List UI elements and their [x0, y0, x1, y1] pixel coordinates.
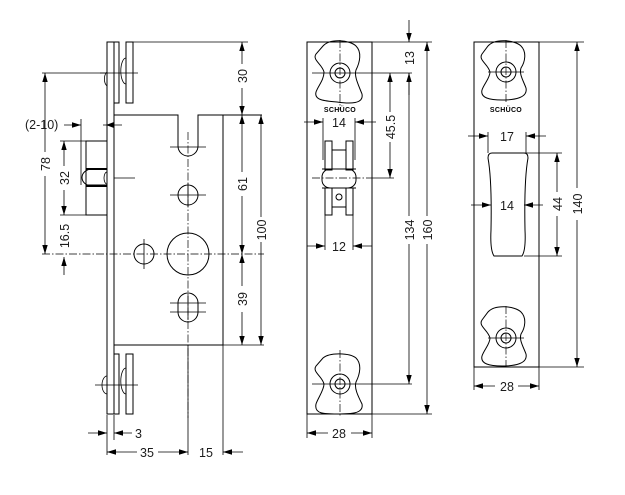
dim-label-3: 3: [135, 427, 142, 441]
dim-striker-140: 140: [539, 41, 585, 368]
dim-side-100: 100: [255, 115, 269, 345]
dim-side-16-5: 16.5: [58, 224, 72, 275]
dim-striker-44: 44: [524, 152, 565, 257]
front-top-bracket: SCHÜCO: [312, 40, 412, 114]
dim-striker-17: 17: [468, 130, 546, 153]
dim-side-32: 32: [58, 140, 86, 216]
side-mounting-plate: [106, 41, 115, 415]
striker-opening: [487, 152, 529, 257]
front-roller: [312, 140, 366, 216]
striker-plate: [473, 41, 540, 368]
dim-side-39: 39: [223, 254, 264, 346]
dim-label-160: 160: [421, 220, 435, 241]
dim-side-78: 78: [39, 72, 106, 254]
side-bottom-clamp: [95, 353, 138, 415]
dim-front-12: 12: [307, 215, 372, 254]
striker-bottom-bracket: [480, 306, 527, 367]
dim-label-100: 100: [255, 220, 269, 241]
side-body: [114, 114, 224, 346]
front-roller-view: SCHÜCO 13: [304, 20, 435, 441]
dim-label-32: 32: [58, 171, 72, 185]
side-top-clamp: [100, 41, 138, 104]
dim-label-61: 61: [236, 177, 250, 191]
dim-striker-28: 28: [473, 367, 540, 394]
front-bottom-bracket: [312, 350, 412, 416]
striker-logo: SCHÜCO: [490, 105, 522, 114]
front-roller-logo: SCHÜCO: [324, 105, 356, 114]
dim-label-15: 15: [199, 446, 213, 460]
dim-label-16-5: 16.5: [58, 224, 72, 248]
dim-label-12: 12: [332, 240, 346, 254]
dim-label-13: 13: [403, 51, 417, 65]
dim-side-3: 3: [88, 415, 142, 455]
dim-side-35: 35: [107, 345, 189, 460]
dim-label-17: 17: [500, 130, 514, 144]
dim-label-44: 44: [551, 197, 565, 211]
dim-side-15: 15: [199, 345, 243, 460]
front-striker-view: SCHÜCO 17 14: [468, 40, 585, 394]
dim-label-78: 78: [39, 157, 53, 171]
dim-label-28-roller: 28: [332, 427, 346, 441]
dim-label-14-roller: 14: [332, 116, 346, 130]
dim-label-30: 30: [236, 69, 250, 83]
dim-label-39: 39: [236, 292, 250, 306]
dim-front-14: 14: [304, 116, 376, 160]
side-holes: [42, 132, 264, 418]
dim-side-adjust: (2-10): [25, 118, 122, 185]
dim-label-28-striker: 28: [500, 380, 514, 394]
dim-front-28: 28: [306, 414, 373, 441]
dim-front-134: 134: [403, 73, 417, 384]
dim-label-45-5: 45.5: [384, 115, 398, 139]
dim-front-45-5: 45.5: [366, 73, 398, 179]
dim-front-13: 13: [372, 20, 432, 95]
dim-striker-14: 14: [471, 199, 543, 213]
dim-label-140: 140: [571, 194, 585, 215]
side-roller: [81, 140, 135, 216]
dim-label-134: 134: [403, 220, 417, 241]
side-view: 30 61 39 100 78: [25, 41, 269, 460]
dim-front-160: 160: [372, 42, 435, 415]
dim-side-61: 61: [236, 115, 250, 254]
dim-label-14-striker: 14: [500, 199, 514, 213]
dim-label-2-10: (2-10): [25, 118, 58, 132]
striker-top-bracket: SCHÜCO: [480, 40, 527, 114]
dim-label-35: 35: [140, 446, 154, 460]
dim-side-30: 30: [133, 41, 250, 115]
